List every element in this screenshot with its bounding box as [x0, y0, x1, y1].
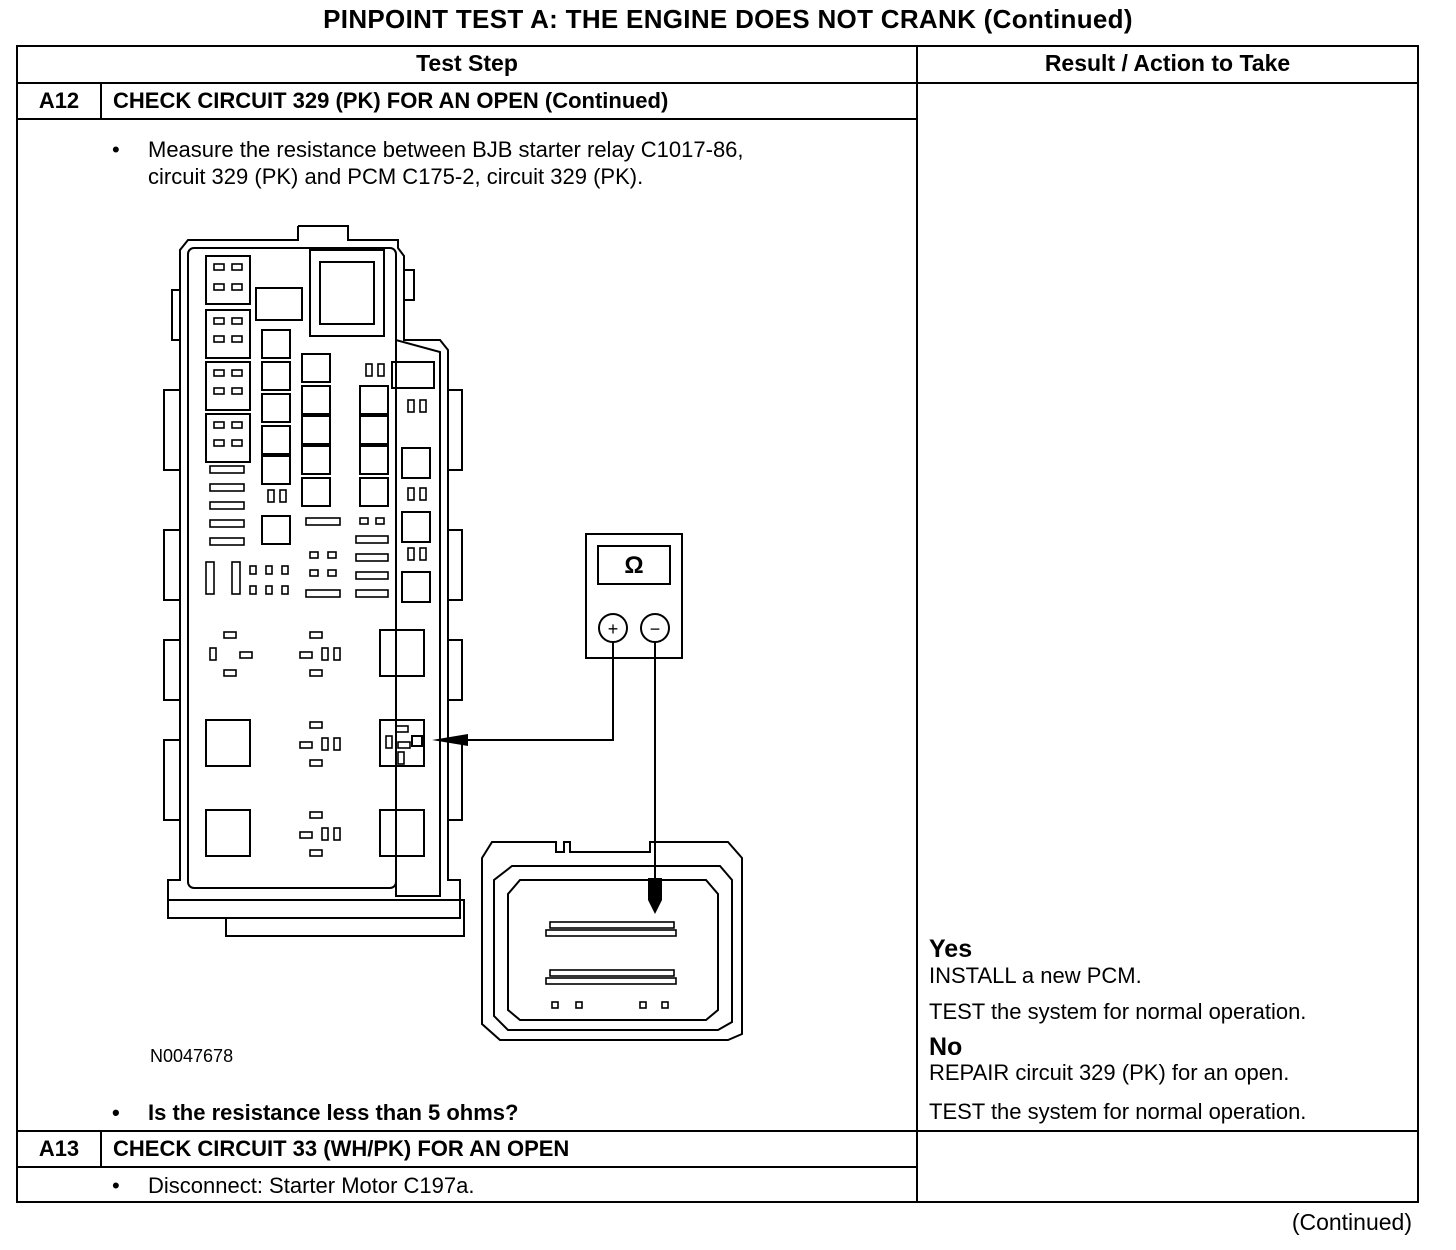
- bullet-text: Is the resistance less than 5 ohms?: [148, 1100, 519, 1125]
- result-no-label: No: [929, 1033, 963, 1061]
- a12-title-border: [16, 118, 918, 120]
- figure-reference: N0047678: [150, 1046, 234, 1066]
- table-bottom-border: [16, 1201, 1419, 1203]
- table-left-border: [16, 45, 18, 1203]
- bullet-marker: •: [112, 1173, 120, 1198]
- step-id-a13: A13: [38, 1136, 80, 1161]
- result-yes-line: INSTALL a new PCM.: [929, 963, 1142, 988]
- result-no-line: REPAIR circuit 329 (PK) for an open.: [929, 1060, 1290, 1085]
- result-yes-label: Yes: [929, 935, 973, 963]
- header-test-step: Test Step: [416, 50, 518, 76]
- table-top-border: [16, 45, 1419, 47]
- table-right-border: [1417, 45, 1419, 1203]
- bjb-fuse-box: [163, 225, 465, 937]
- negative-probe-tip: [648, 878, 662, 914]
- header-bottom-border: [16, 82, 1419, 84]
- meter-minus-symbol: −: [650, 619, 661, 639]
- bullet-text: Measure the resistance between BJB start…: [148, 137, 744, 189]
- header-result-action: Result / Action to Take: [1044, 50, 1291, 76]
- a13-title-border: [16, 1166, 918, 1168]
- positive-lead: [456, 642, 614, 741]
- result-yes-line: TEST the system for normal operation.: [929, 999, 1307, 1024]
- meter-plus-symbol: +: [608, 619, 619, 639]
- column-divider: [916, 45, 918, 1203]
- a13-bullet-disconnect: • Disconnect: Starter Motor C197a.: [112, 1172, 902, 1200]
- step-id-a12: A12: [38, 88, 80, 113]
- bullet-marker: •: [112, 1100, 120, 1125]
- a13-id-divider: [100, 1130, 102, 1168]
- pcm-pin-rows: [545, 921, 677, 1009]
- continued-note: (Continued): [1291, 1209, 1412, 1235]
- a12-id-divider: [100, 82, 102, 120]
- meter-ohm-symbol: Ω: [624, 552, 643, 579]
- page-title: PINPOINT TEST A: THE ENGINE DOES NOT CRA…: [323, 4, 1133, 34]
- positive-probe-tip: [432, 734, 468, 746]
- multimeter: [585, 533, 683, 659]
- step-title-a12: CHECK CIRCUIT 329 (PK) FOR AN OPEN (Cont…: [113, 88, 669, 113]
- step-title-a13: CHECK CIRCUIT 33 (WH/PK) FOR AN OPEN: [113, 1136, 570, 1161]
- a12-bullet-question: • Is the resistance less than 5 ohms?: [112, 1099, 902, 1127]
- a12-bottom-border: [16, 1130, 1419, 1132]
- a12-bullet-measure: • Measure the resistance between BJB sta…: [112, 136, 902, 196]
- result-no-line: TEST the system for normal operation.: [929, 1099, 1307, 1124]
- pcm-connector: [481, 841, 743, 1041]
- bullet-text: Disconnect: Starter Motor C197a.: [148, 1173, 475, 1198]
- bullet-marker: •: [112, 137, 120, 162]
